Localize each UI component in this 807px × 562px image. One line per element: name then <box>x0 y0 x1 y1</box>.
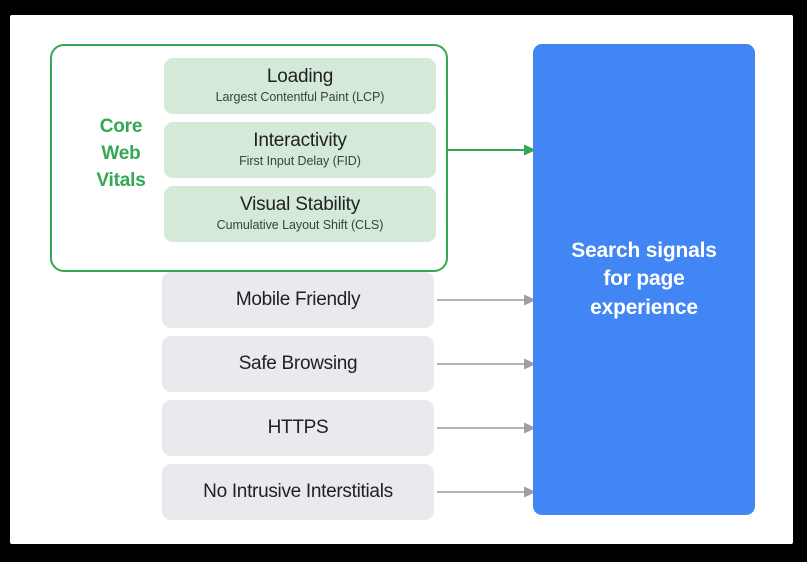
diagram-canvas: Core Web Vitals Loading Largest Contentf… <box>10 15 793 544</box>
arrow-gray-mobile-friendly <box>437 294 536 306</box>
signal-pill-label: HTTPS <box>267 416 329 438</box>
search-signals-line-2: for page <box>603 267 685 291</box>
signal-pill-label: Safe Browsing <box>238 352 358 374</box>
search-signals-line-1: Search signals <box>571 238 717 262</box>
search-signals-panel-label: Search signals for page experience <box>557 237 730 322</box>
core-web-vitals-group: Core Web Vitals Loading Largest Contentf… <box>50 44 448 272</box>
vital-card-subtitle: Cumulative Layout Shift (CLS) <box>216 218 384 233</box>
vital-card-title: Loading <box>266 65 334 87</box>
signal-pill-safe-browsing: Safe Browsing <box>162 336 434 392</box>
core-web-vitals-label-line-1: Core <box>99 116 143 137</box>
core-web-vitals-label: Core Web Vitals <box>78 114 164 195</box>
core-web-vitals-label-line-2: Web <box>101 142 141 164</box>
search-signals-line-3: experience <box>590 295 698 319</box>
signal-pill-no-intrusive-interstitials: No Intrusive Interstitials <box>162 464 434 520</box>
search-signals-panel: Search signals for page experience <box>533 44 755 515</box>
arrow-green-core-web-vitals <box>448 144 536 156</box>
signal-pill-label: Mobile Friendly <box>235 288 361 310</box>
arrow-gray-https <box>437 422 536 434</box>
arrow-gray-safe-browsing <box>437 358 536 370</box>
vital-card-subtitle: Largest Contentful Paint (LCP) <box>215 90 385 105</box>
core-web-vitals-label-line-3: Vitals <box>96 169 146 191</box>
vital-card-subtitle: First Input Delay (FID) <box>239 154 361 169</box>
arrow-gray-no-intrusive-interstitials <box>437 486 536 498</box>
vital-card-title: Visual Stability <box>239 193 360 215</box>
vital-card-interactivity: Interactivity First Input Delay (FID) <box>164 122 436 178</box>
vital-card-visual-stability: Visual Stability Cumulative Layout Shift… <box>164 186 436 242</box>
vital-card-loading: Loading Largest Contentful Paint (LCP) <box>164 58 436 114</box>
signal-pill-mobile-friendly: Mobile Friendly <box>162 272 434 328</box>
vital-card-title: Interactivity <box>253 129 347 151</box>
signal-pill-label: No Intrusive Interstitials <box>203 480 393 502</box>
signal-pill-https: HTTPS <box>162 400 434 456</box>
